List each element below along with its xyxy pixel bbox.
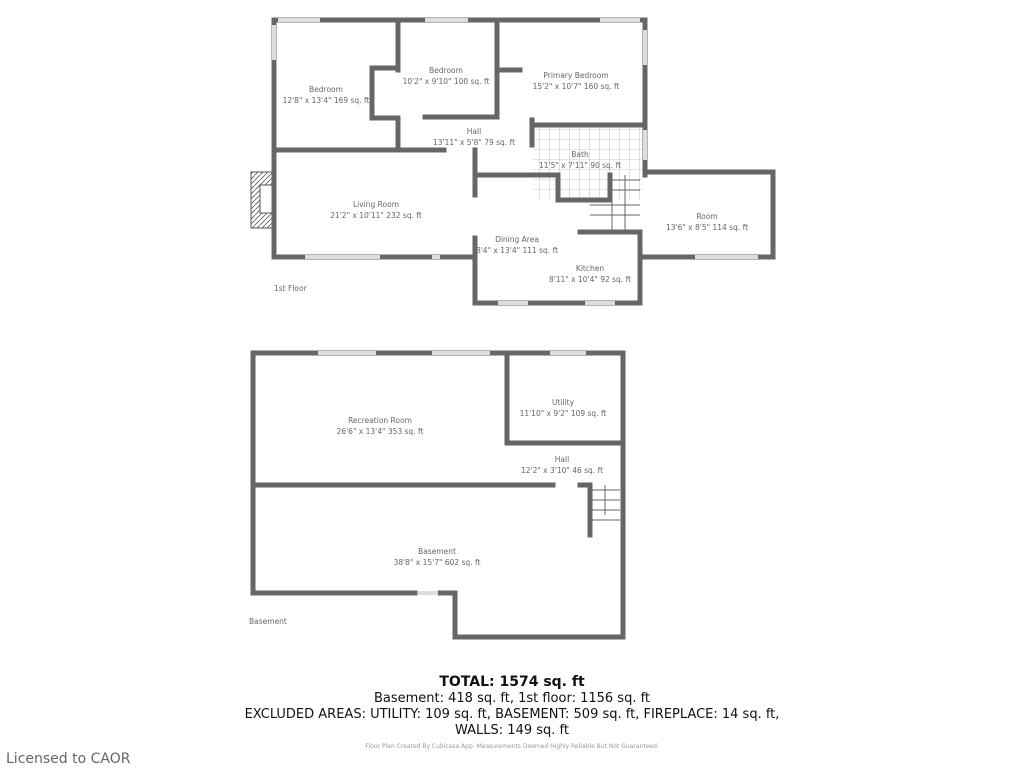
room-dims: 11'5" x 7'11" 90 sq. ft [538, 161, 622, 170]
area-totals: TOTAL: 1574 sq. ft Basement: 418 sq. ft,… [0, 674, 1024, 739]
license-text: Licensed to CAOR [6, 751, 131, 767]
room-room: Room 13'6" x 8'5" 114 sq. ft [666, 211, 748, 233]
stairs-basement [592, 485, 620, 521]
room-name: Hall [466, 127, 482, 136]
room-bedroom-2: Bedroom 10'2" x 9'10" 100 sq. ft [403, 65, 490, 87]
windows-basement [318, 351, 586, 595]
room-dims: 11'10" x 9'2" 109 sq. ft [519, 409, 607, 418]
room-name: Living Room [352, 200, 400, 209]
room-dims: 26'6" x 13'4" 353 sq. ft [336, 427, 424, 436]
room-name: Utility [551, 398, 575, 407]
room-dims: 15'2" x 10'7" 160 sq. ft [532, 82, 620, 91]
walls-1st-floor [271, 17, 776, 306]
room-bath: Bath 11'5" x 7'11" 90 sq. ft [539, 149, 621, 171]
room-dims: 10'2" x 9'10" 100 sq. ft [402, 77, 490, 86]
room-dims: 12'2" x 3'10" 46 sq. ft [520, 466, 604, 475]
room-hall-1st: Hall 13'11" x 5'8" 79 sq. ft [433, 126, 515, 148]
walls-basement [250, 350, 626, 640]
area-breakdown: Basement: 418 sq. ft, 1st floor: 1156 sq… [373, 691, 651, 706]
excluded-areas: EXCLUDED AREAS: UTILITY: 109 sq. ft, BAS… [244, 707, 780, 722]
room-dims: 38'8" x 15'7" 602 sq. ft [393, 558, 481, 567]
room-recreation: Recreation Room 26'6" x 13'4" 353 sq. ft [337, 415, 424, 437]
room-dims: 13'6" x 8'5" 114 sq. ft [665, 223, 749, 232]
room-dims: 12'8" x 13'4" 169 sq. ft [282, 96, 370, 105]
fireplace [250, 171, 274, 229]
room-dining: Dining Area 8'4" x 13'4" 111 sq. ft [476, 234, 558, 256]
room-name: Bedroom [429, 66, 463, 75]
room-name: Recreation Room [348, 416, 412, 425]
room-primary-bedroom: Primary Bedroom 15'2" x 10'7" 160 sq. ft [533, 70, 620, 92]
room-kitchen: Kitchen 8'11" x 10'4" 92 sq. ft [549, 263, 631, 285]
room-utility: Utility 11'10" x 9'2" 109 sq. ft [520, 397, 607, 419]
room-dims: 21'2" x 10'11" 232 sq. ft [330, 211, 422, 220]
room-hall-basement: Hall 12'2" x 3'10" 46 sq. ft [521, 454, 603, 476]
room-name: Kitchen [575, 264, 605, 273]
credit-text: Floor Plan Created By Cubicasa App. Meas… [365, 743, 659, 750]
walls-area: WALLS: 149 sq. ft [455, 723, 569, 738]
room-name: Primary Bedroom [543, 71, 609, 80]
total-area: TOTAL: 1574 sq. ft [439, 674, 585, 690]
room-name: Dining Area [495, 235, 539, 244]
floor-label-1st: 1st Floor [274, 284, 307, 293]
room-name: Hall [554, 455, 570, 464]
room-bedroom-1: Bedroom 12'8" x 13'4" 169 sq. ft [283, 84, 370, 106]
room-dims: 8'4" x 13'4" 111 sq. ft [475, 246, 559, 255]
room-name: Basement [418, 547, 456, 556]
room-name: Bedroom [309, 85, 343, 94]
room-living: Living Room 21'2" x 10'11" 232 sq. ft [330, 199, 422, 221]
room-basement: Basement 38'8" x 15'7" 602 sq. ft [394, 546, 481, 568]
floor-label-basement: Basement [249, 617, 287, 626]
stairs-1st-floor [590, 175, 640, 230]
room-name: Bath [571, 150, 589, 159]
room-dims: 13'11" x 5'8" 79 sq. ft [432, 138, 516, 147]
room-dims: 8'11" x 10'4" 92 sq. ft [548, 275, 632, 284]
windows-1st-floor [272, 18, 758, 305]
room-name: Room [696, 212, 718, 221]
